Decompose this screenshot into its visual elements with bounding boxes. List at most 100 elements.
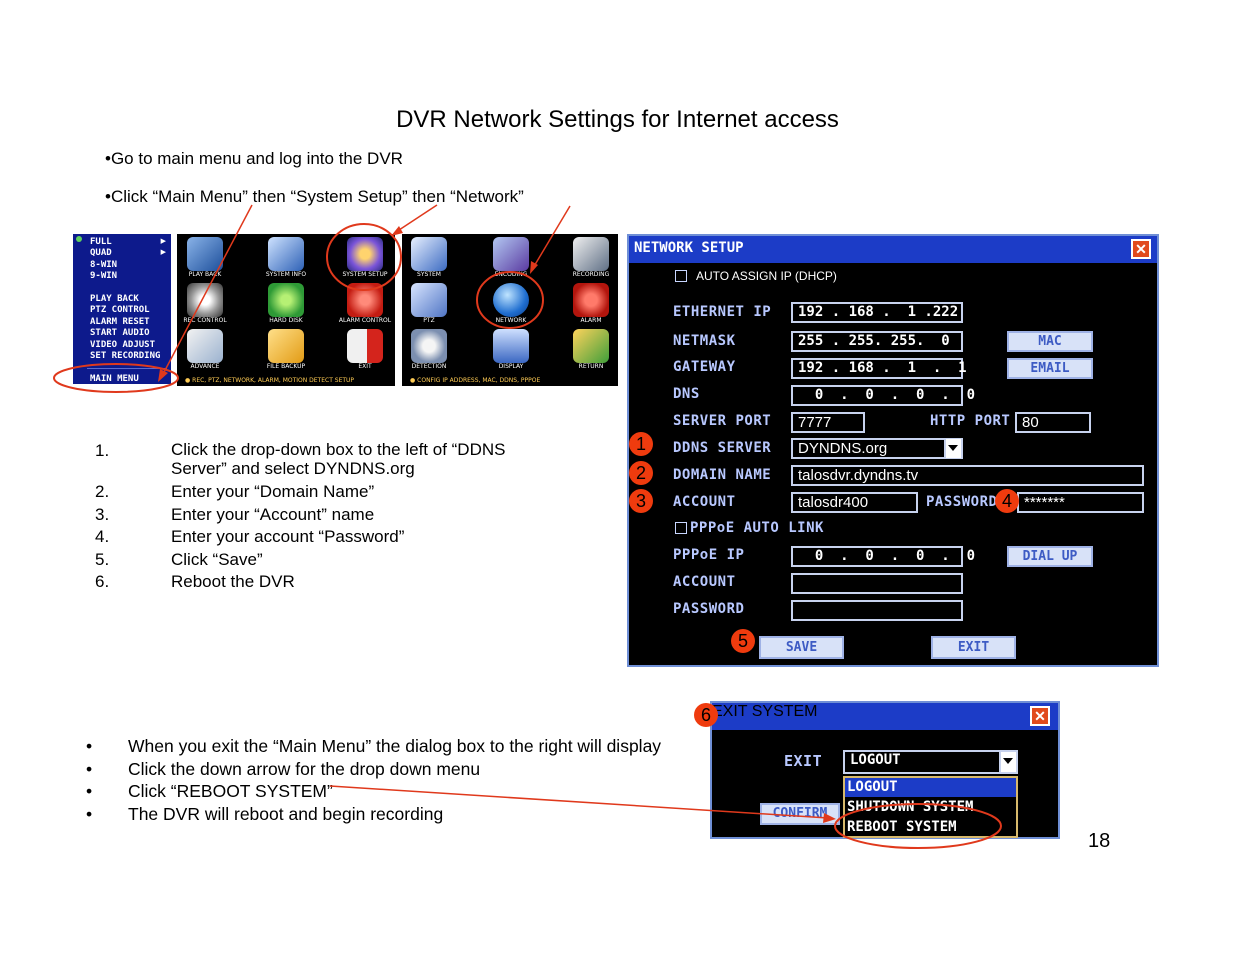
folder-icon[interactable] bbox=[268, 329, 304, 363]
arrow-to-main-menu bbox=[161, 204, 253, 377]
email-button[interactable]: EMAIL bbox=[1007, 358, 1093, 379]
domain-name-label: DOMAIN NAME bbox=[673, 467, 772, 483]
side-menu-item[interactable]: QUAD bbox=[90, 248, 112, 258]
siren-icon[interactable] bbox=[573, 283, 609, 317]
password-field[interactable]: ******* bbox=[1017, 492, 1144, 513]
camera-icon[interactable] bbox=[573, 237, 609, 271]
exit-options-list: LOGOUT SHUTDOWN SYSTEM REBOOT SYSTEM bbox=[843, 776, 1018, 838]
bullet-list: •When you exit the “Main Menu” the dialo… bbox=[86, 735, 661, 825]
step-row: 2. Enter your “Domain Name” bbox=[95, 481, 551, 504]
grid-label: ENCODING bbox=[494, 271, 528, 278]
netmask-field[interactable]: 255 . 255. 255. 0 bbox=[791, 331, 963, 352]
side-menu-item[interactable]: 8-WIN bbox=[90, 260, 118, 270]
grid-label: ALARM bbox=[580, 317, 602, 324]
pppoe-password-label: PASSWORD bbox=[673, 601, 745, 617]
side-menu-item[interactable]: VIDEO ADJUST bbox=[90, 340, 156, 350]
step-text: Click “Save” bbox=[171, 549, 263, 569]
save-button[interactable]: SAVE bbox=[759, 636, 844, 659]
grid-label: SYSTEM SETUP bbox=[342, 271, 388, 278]
gateway-field[interactable]: 192 . 168 . 1 . 1 bbox=[791, 358, 967, 379]
rec-control-icon[interactable] bbox=[187, 283, 223, 317]
close-icon[interactable]: ✕ bbox=[1030, 706, 1050, 726]
confirm-button[interactable]: CONFIRM bbox=[760, 803, 840, 825]
step-number: 1. bbox=[95, 441, 110, 460]
arrowhead bbox=[530, 261, 538, 274]
domain-name-field[interactable]: talosdvr.dyndns.tv bbox=[791, 465, 1144, 486]
side-menu-item[interactable]: SET RECORDING bbox=[90, 351, 161, 361]
globe-icon[interactable] bbox=[493, 283, 529, 317]
dialog-title: NETWORK SETUP bbox=[634, 240, 744, 256]
side-menu-item[interactable]: PLAY BACK bbox=[90, 294, 139, 304]
server-port-label: SERVER PORT bbox=[673, 413, 772, 429]
option-shutdown[interactable]: SHUTDOWN SYSTEM bbox=[847, 799, 974, 815]
mac-button[interactable]: MAC bbox=[1007, 331, 1093, 352]
account-field[interactable]: talosdr400 bbox=[791, 492, 918, 513]
side-menu-item[interactable]: ALARM RESET bbox=[90, 317, 150, 327]
hard-disk-icon[interactable] bbox=[268, 283, 304, 317]
http-port-field[interactable]: 80 bbox=[1015, 412, 1091, 433]
monitor-icon[interactable] bbox=[268, 237, 304, 271]
pppoe-auto-link-label: PPPoE AUTO LINK bbox=[690, 520, 824, 536]
advance-icon[interactable] bbox=[187, 329, 223, 363]
step-row: 4. Enter your account “Password” bbox=[95, 526, 551, 549]
ethernet-ip-field[interactable]: 192 . 168 . 1 .222 bbox=[791, 302, 963, 323]
side-menu-item[interactable]: 9-WIN bbox=[90, 271, 118, 281]
detection-icon[interactable] bbox=[411, 329, 447, 363]
main-menu-item[interactable]: MAIN MENU bbox=[90, 374, 139, 384]
arrowhead bbox=[158, 369, 168, 382]
step-badge: 6 bbox=[694, 703, 718, 727]
side-menu-item[interactable]: FULL bbox=[90, 237, 112, 247]
grid-label: NETWORK bbox=[495, 317, 527, 324]
option-reboot[interactable]: REBOOT SYSTEM bbox=[847, 819, 957, 835]
step-row: 3. Enter your “Account” name bbox=[95, 504, 551, 527]
intro-line-1: •Go to main menu and log into the DVR bbox=[105, 149, 403, 168]
side-menu-item[interactable]: START AUDIO bbox=[90, 328, 150, 338]
exit-door-icon[interactable] bbox=[347, 329, 383, 363]
dns-field[interactable]: 0 . 0 . 0 . 0 bbox=[791, 385, 975, 406]
dial-up-button[interactable]: DIAL UP bbox=[1007, 546, 1093, 567]
server-port-field[interactable]: 7777 bbox=[791, 412, 865, 433]
chevron-down-icon[interactable] bbox=[999, 752, 1016, 772]
intro-line-2: •Click “Main Menu” then “System Setup” t… bbox=[105, 187, 524, 206]
dhcp-checkbox[interactable] bbox=[675, 270, 687, 282]
netmask-label: NETMASK bbox=[673, 333, 736, 349]
grid-label: FILE BACKUP bbox=[266, 363, 306, 370]
encoding-icon[interactable] bbox=[493, 237, 529, 271]
pppoe-account-field[interactable] bbox=[791, 573, 963, 594]
system-setup-icon[interactable] bbox=[347, 237, 383, 271]
dvr-side-menu: FULL ▶ QUAD ▶ 8-WIN 9-WIN PLAY BACK PTZ … bbox=[73, 234, 171, 384]
step-text: Enter your “Account” name bbox=[171, 504, 375, 524]
option-logout[interactable]: LOGOUT bbox=[847, 779, 898, 795]
ptz-camera-icon[interactable] bbox=[411, 283, 447, 317]
bullet-text: The DVR will reboot and begin recording bbox=[128, 803, 444, 824]
pencil-icon[interactable] bbox=[411, 237, 447, 271]
grid-label: EXIT bbox=[358, 363, 372, 370]
close-icon[interactable]: ✕ bbox=[1131, 239, 1151, 259]
password-label: PASSWORD bbox=[926, 494, 998, 510]
playback-icon[interactable] bbox=[187, 237, 223, 271]
hint-text: CONFIG IP ADDRESS, MAC, DDNS, PPPOE bbox=[417, 377, 541, 384]
bullet-row: •When you exit the “Main Menu” the dialo… bbox=[86, 735, 661, 758]
bullet-dot: • bbox=[86, 758, 93, 779]
gateway-label: GATEWAY bbox=[673, 359, 736, 375]
step-row: 1. Click the drop-down box to the left o… bbox=[95, 440, 551, 481]
side-menu-item[interactable]: PTZ CONTROL bbox=[90, 305, 150, 315]
step-text: Enter your account “Password” bbox=[171, 527, 405, 546]
exit-button[interactable]: EXIT bbox=[931, 636, 1016, 659]
arrow-to-network bbox=[532, 205, 571, 269]
pppoe-ip-field[interactable]: 0 . 0 . 0 . 0 bbox=[791, 546, 975, 567]
grid-label: DISPLAY bbox=[498, 363, 524, 370]
display-icon[interactable] bbox=[493, 329, 529, 363]
bullet-row: •Click “REBOOT SYSTEM” bbox=[86, 780, 661, 803]
ddns-server-select[interactable]: DYNDNS.org bbox=[791, 438, 963, 459]
step-badge: 3 bbox=[629, 489, 653, 513]
chevron-down-icon[interactable] bbox=[944, 439, 961, 458]
pppoe-password-field[interactable] bbox=[791, 600, 963, 621]
step-row: 6. Reboot the DVR bbox=[95, 571, 551, 594]
exit-select[interactable]: LOGOUT bbox=[843, 750, 1018, 774]
step-badge: 5 bbox=[731, 629, 755, 653]
bullet-text: Click “REBOOT SYSTEM” bbox=[128, 781, 333, 801]
pppoe-auto-link-checkbox[interactable] bbox=[675, 522, 687, 534]
return-icon[interactable] bbox=[573, 329, 609, 363]
